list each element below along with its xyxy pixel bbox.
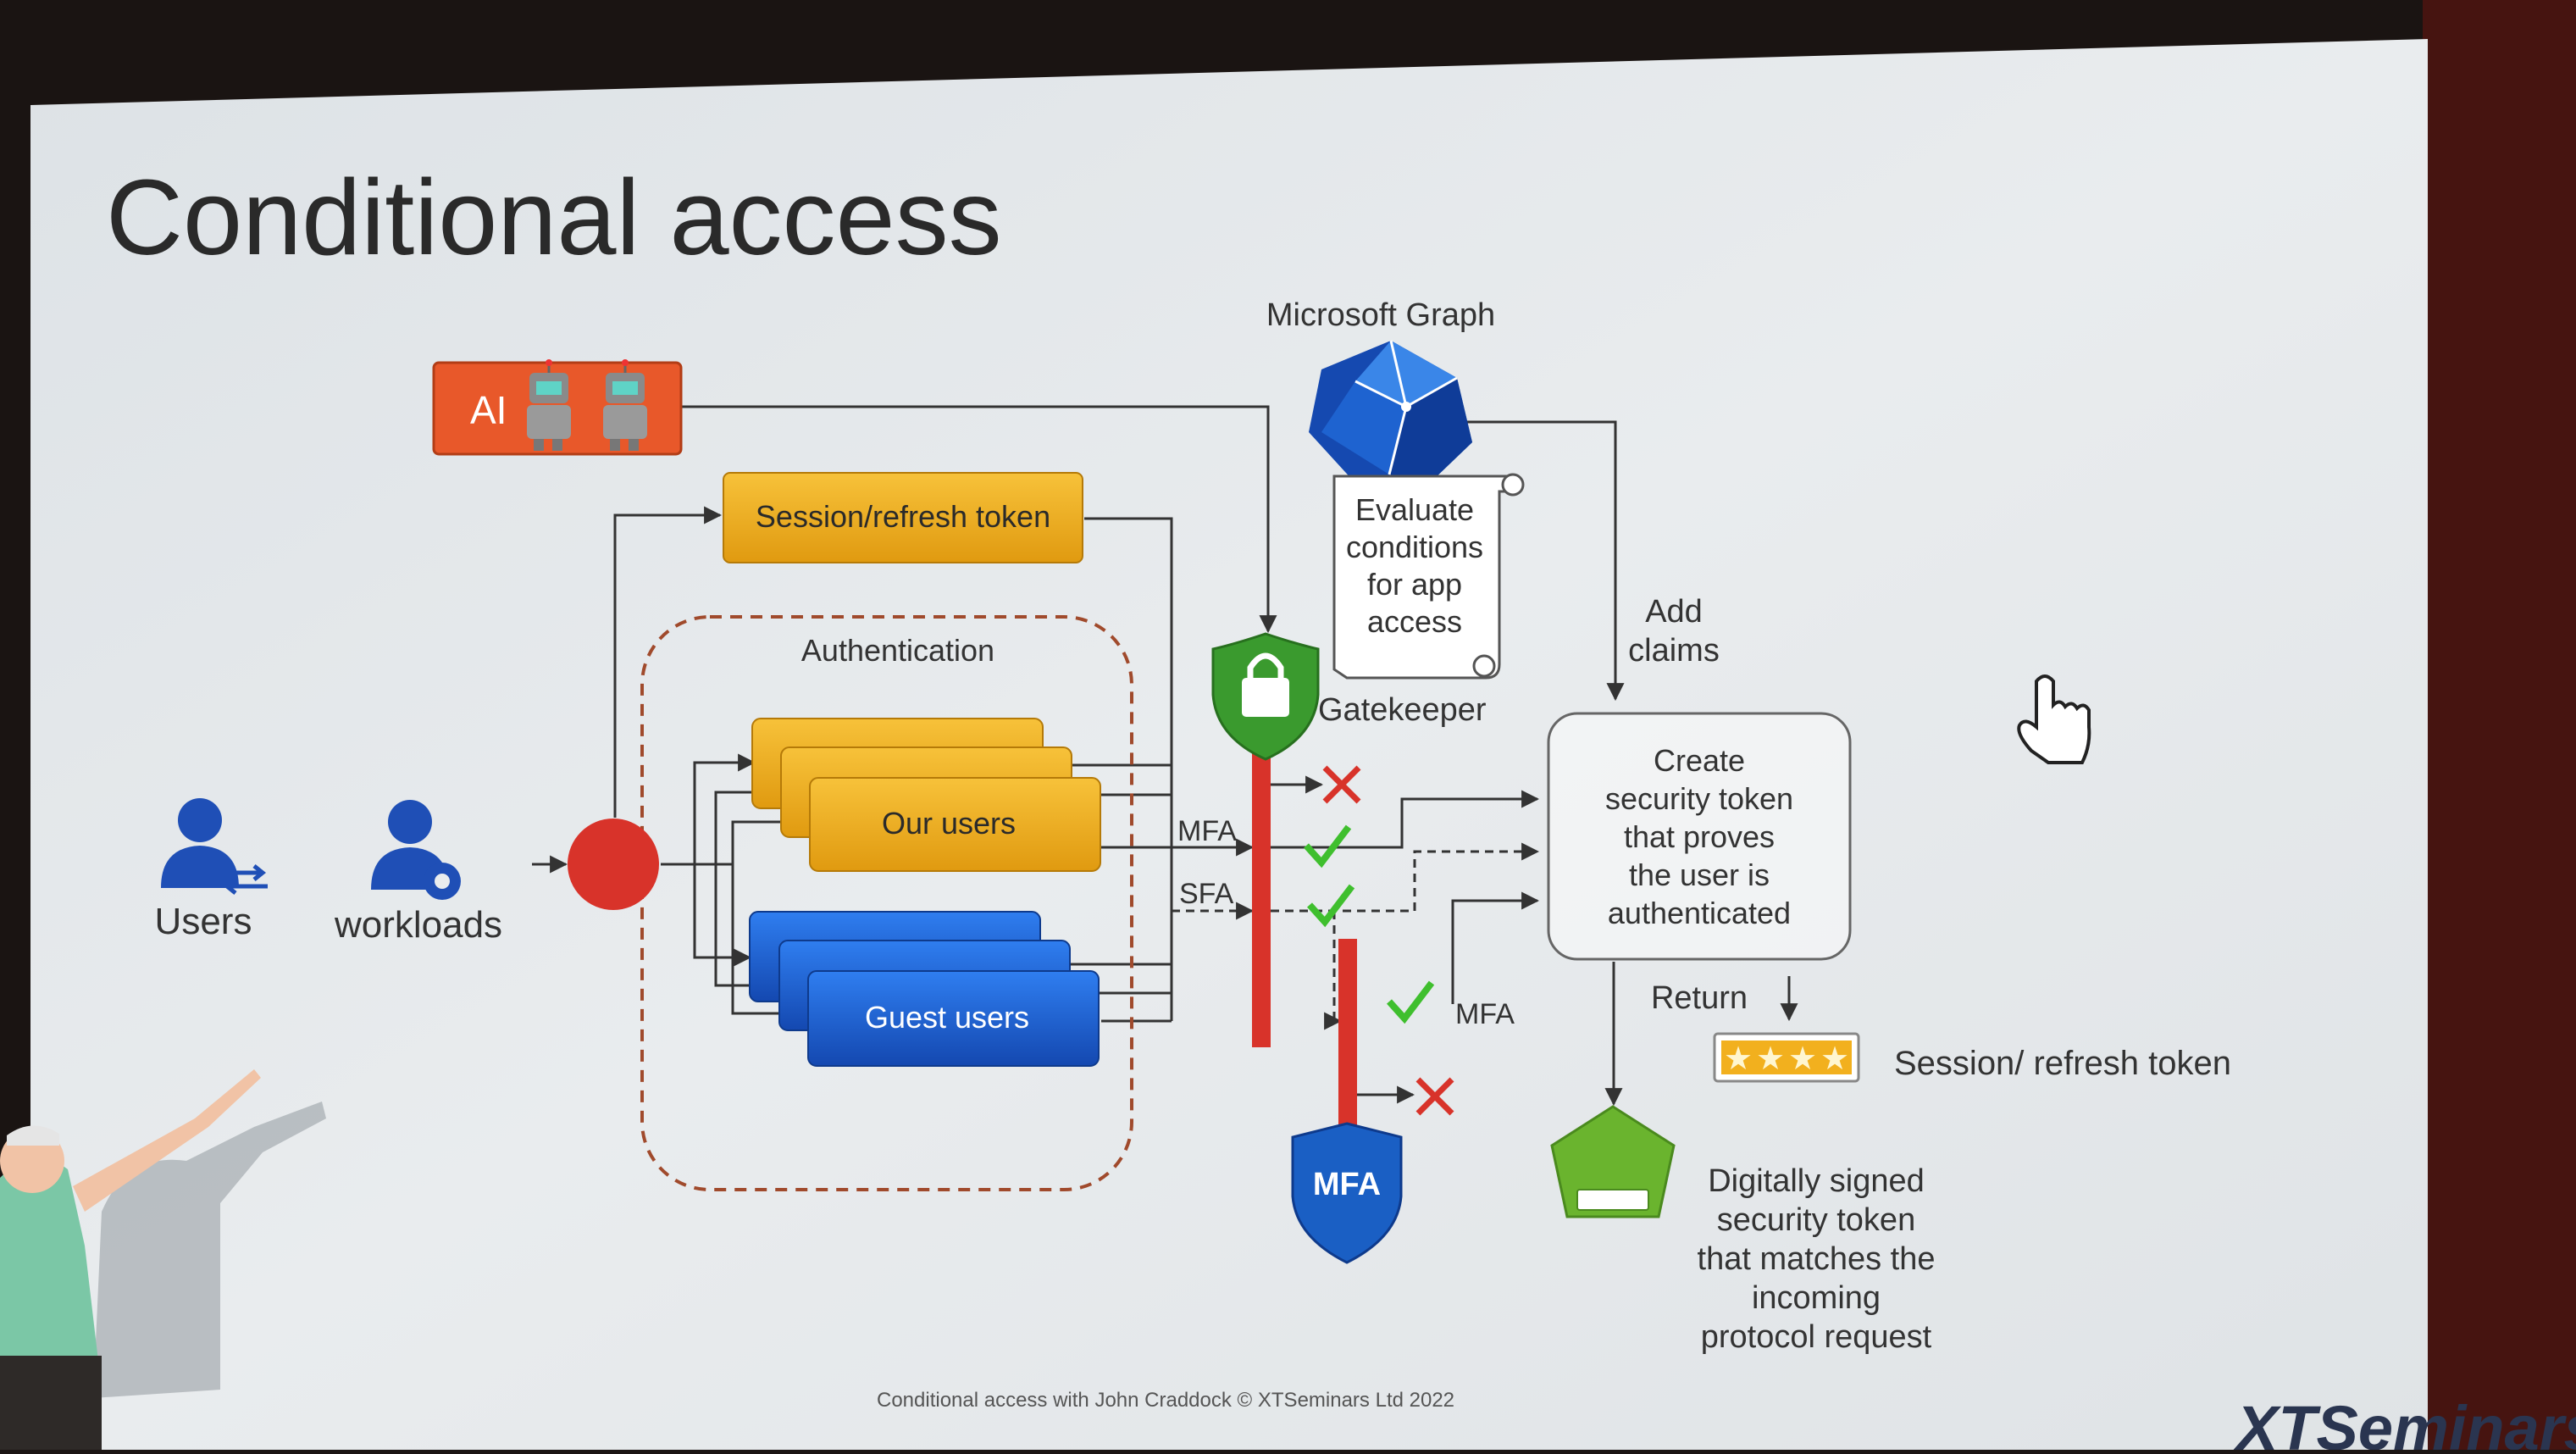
presenter-shadow <box>93 1102 326 1398</box>
mfa-out-label: MFA <box>1455 998 1515 1030</box>
gatekeeper-label: Gatekeeper <box>1318 692 1487 728</box>
signed-token-line-5: protocol request <box>1701 1319 1932 1355</box>
svg-text:★: ★ <box>1756 1041 1785 1077</box>
users-label: Users <box>155 901 252 942</box>
xtseminars-logo: XTSeminars <box>2233 1393 2576 1450</box>
mfa-bar <box>1338 939 1357 1127</box>
mfa-shield-icon <box>1291 1122 1403 1264</box>
create-token-line-5: authenticated <box>1608 896 1791 930</box>
scroll-line-3: for app <box>1367 567 1462 602</box>
stars-token-icon: ★ ★ ★ ★ <box>1713 1032 1860 1083</box>
signed-token-line-3: that matches the <box>1698 1241 1936 1277</box>
evaluate-scroll: Evaluate conditions for app access <box>1332 473 1525 680</box>
session-token-box: Session/refresh token <box>723 472 1083 563</box>
users-icon <box>161 798 268 895</box>
our-users-label: Our users <box>882 806 1016 841</box>
guest-users-box <box>807 970 1100 1067</box>
workloads-icon <box>371 800 461 900</box>
gatekeeper-lock-shield-icon <box>1211 632 1320 761</box>
check-icon <box>1304 824 1352 869</box>
add-claims-line-2: claims <box>1628 633 1720 669</box>
signed-token-pentagon-icon <box>1550 1105 1676 1218</box>
check-icon <box>1307 884 1355 928</box>
svg-text:★: ★ <box>1820 1041 1849 1077</box>
signed-token-text: Digitally signed security token that mat… <box>1698 1163 1936 1355</box>
robot-icon <box>527 359 571 451</box>
guest-users-label: Guest users <box>865 1000 1029 1035</box>
presenter <box>0 1069 261 1450</box>
create-token-line-4: the user is <box>1629 857 1770 892</box>
return-label: Return <box>1651 980 1748 1016</box>
robot-icon <box>603 359 647 451</box>
our-users-box <box>809 777 1101 872</box>
scroll-line-4: access <box>1367 604 1462 639</box>
hand-cursor-icon <box>2017 674 2091 764</box>
check-icon <box>1387 980 1435 1024</box>
signed-token-line-2: security token <box>1717 1202 1915 1238</box>
workloads-label: workloads <box>334 904 502 946</box>
svg-text:★: ★ <box>1788 1041 1817 1077</box>
mfa-shield-label: MFA <box>1313 1167 1381 1202</box>
sfa-in-label: SFA <box>1179 878 1234 910</box>
svg-text:★: ★ <box>1724 1041 1753 1077</box>
scroll-line-2: conditions <box>1346 530 1483 564</box>
slide-title: Conditional access <box>106 158 1002 277</box>
authentication-group: Authentication Our users Guest users <box>640 615 1133 1191</box>
microsoft-graph-label: Microsoft Graph <box>1266 297 1495 333</box>
create-token-line-2: security token <box>1605 781 1793 816</box>
add-claims-line-1: Add <box>1645 594 1703 630</box>
signed-token-line-1: Digitally signed <box>1708 1163 1925 1199</box>
create-token-line-1: Create <box>1654 743 1745 778</box>
microsoft-graph-icon <box>1309 340 1472 481</box>
create-token-box: Create security token that proves the us… <box>1547 712 1852 961</box>
gatekeeper-bar <box>1252 746 1271 1047</box>
ai-label: AI <box>470 388 507 432</box>
create-token-line-3: that proves <box>1624 819 1775 854</box>
session-refresh-label: Session/ refresh token <box>1894 1045 2231 1082</box>
mfa-in-label: MFA <box>1177 815 1237 847</box>
session-token-label: Session/refresh token <box>756 499 1050 534</box>
deny-cross-icon <box>1322 765 1361 804</box>
deny-cross-icon <box>1415 1077 1454 1116</box>
slide-footer: Conditional access with John Craddock © … <box>877 1389 1454 1412</box>
ai-box: AI <box>432 359 683 456</box>
signed-token-line-4: incoming <box>1752 1280 1881 1316</box>
split-node <box>568 819 659 910</box>
scroll-line-1: Evaluate <box>1355 492 1474 527</box>
authentication-label: Authentication <box>801 633 994 668</box>
